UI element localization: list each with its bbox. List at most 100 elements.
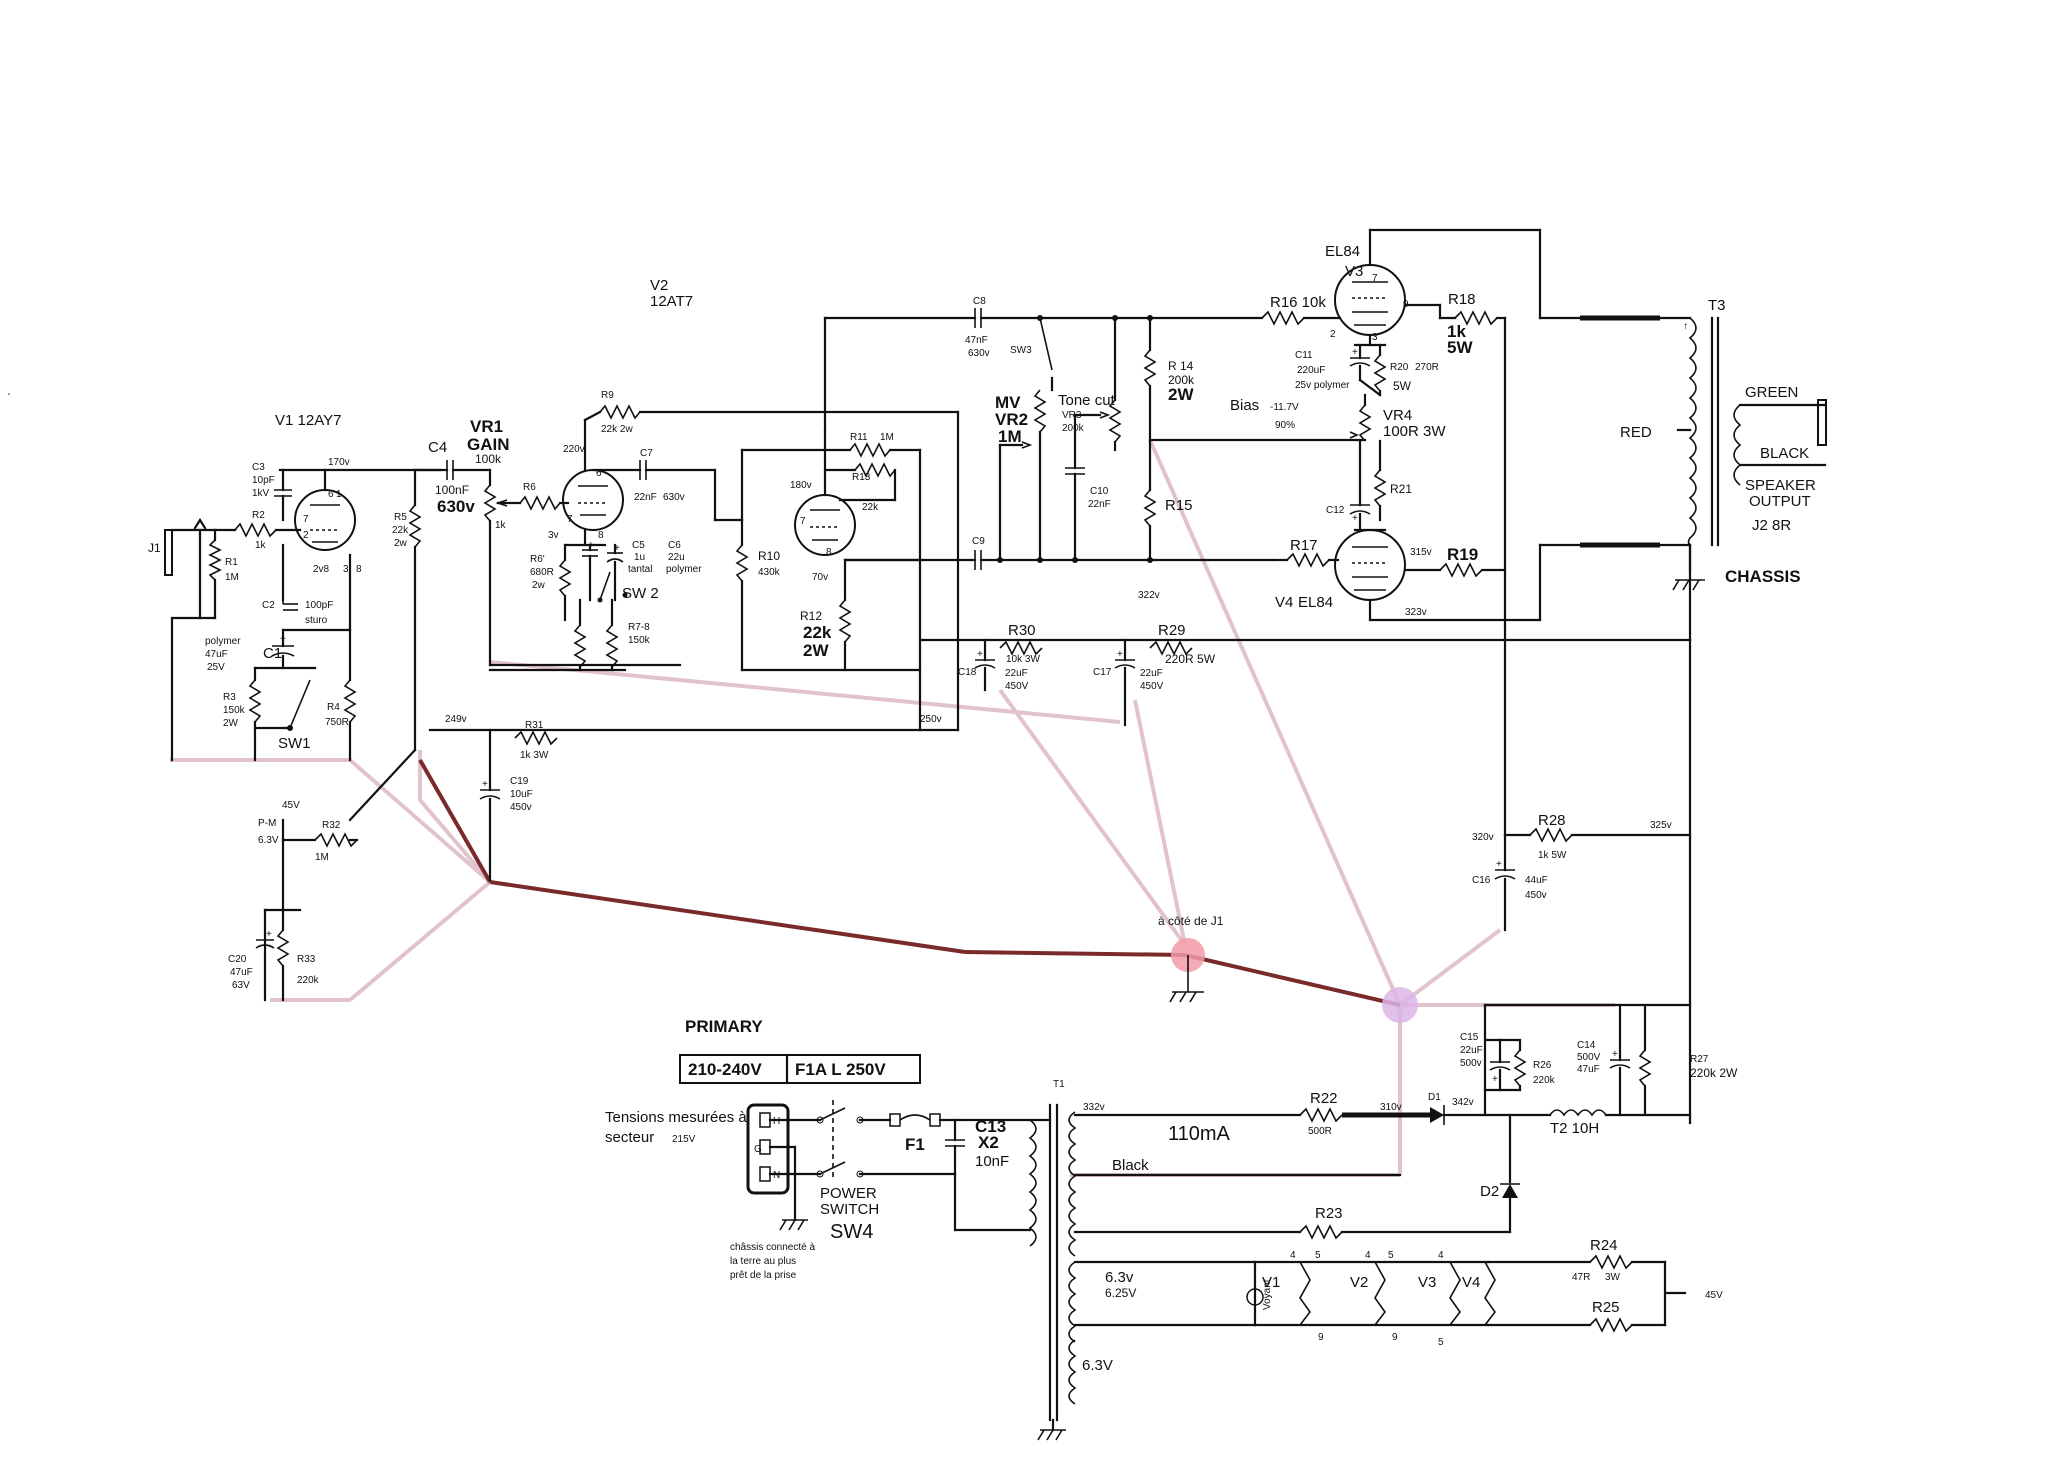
- svg-text:R32: R32: [322, 820, 341, 831]
- svg-text:V2: V2: [1350, 1274, 1368, 1291]
- svg-text:R4: R4: [327, 702, 340, 713]
- svg-text:R30: R30: [1008, 622, 1036, 639]
- svg-text:10uF: 10uF: [510, 789, 533, 800]
- svg-text:↑: ↑: [1683, 321, 1688, 332]
- sw1-label: SW1: [278, 735, 311, 752]
- svg-text:+: +: [614, 543, 620, 554]
- svg-text:R23: R23: [1315, 1205, 1343, 1222]
- svg-text:450v: 450v: [1525, 890, 1547, 901]
- svg-text:R2: R2: [252, 510, 265, 521]
- svg-text:270R: 270R: [1415, 362, 1439, 373]
- svg-text:6.3V: 6.3V: [1082, 1357, 1113, 1374]
- chassis-label: CHASSIS: [1725, 567, 1801, 586]
- svg-text:22u: 22u: [668, 552, 685, 563]
- svg-text:3W: 3W: [1605, 1272, 1621, 1283]
- svg-text:22nF: 22nF: [1088, 499, 1111, 510]
- svg-text:R26: R26: [1533, 1060, 1552, 1071]
- svg-text:N: N: [773, 1170, 780, 1181]
- svg-text:R7-8: R7-8: [628, 622, 650, 633]
- svg-text:500R: 500R: [1308, 1126, 1332, 1137]
- coupling-c4: C4 100nF 630v: [413, 439, 492, 516]
- svg-text:R29: R29: [1158, 622, 1186, 639]
- svg-text:44uF: 44uF: [1525, 875, 1548, 886]
- svg-text:R16 10k: R16 10k: [1270, 294, 1326, 311]
- svg-text:Voyant: Voyant: [1262, 1279, 1273, 1310]
- svg-text:3: 3: [1372, 332, 1378, 343]
- svg-text:1M: 1M: [315, 852, 329, 863]
- svg-text:1k: 1k: [1447, 322, 1466, 341]
- ground-symbol-j1: [1169, 955, 1204, 1003]
- svg-text:6: 6: [328, 489, 334, 500]
- svg-text:6.3V: 6.3V: [258, 835, 279, 846]
- svg-text:2w: 2w: [532, 580, 546, 591]
- svg-text:+: +: [1612, 1049, 1618, 1060]
- svg-text:C7: C7: [640, 448, 653, 459]
- svg-text:C14: C14: [1577, 1040, 1596, 1051]
- svg-text:prêt de la prise: prêt de la prise: [730, 1270, 797, 1281]
- svg-text:5W: 5W: [1447, 338, 1473, 357]
- primary-rating-box: [679, 1054, 921, 1084]
- svg-text:R17: R17: [1290, 537, 1318, 554]
- svg-text:8: 8: [356, 564, 362, 575]
- svg-text:323v: 323v: [1405, 607, 1427, 618]
- svg-text:2v8: 2v8: [313, 564, 330, 575]
- svg-text:1M: 1M: [998, 427, 1022, 446]
- svg-text:R21: R21: [1390, 482, 1412, 496]
- svg-text:+: +: [977, 649, 983, 660]
- svg-text:1k 5W: 1k 5W: [1538, 850, 1567, 861]
- svg-text:R6: R6: [523, 482, 536, 493]
- svg-text:100R 3W: 100R 3W: [1383, 423, 1446, 440]
- svg-text:R11: R11: [850, 432, 868, 443]
- svg-text:45V: 45V: [1705, 1290, 1723, 1301]
- svg-text:F1A L 250V: F1A L 250V: [795, 1060, 886, 1079]
- svg-text:': ': [8, 392, 10, 403]
- svg-text:63V: 63V: [232, 980, 250, 991]
- svg-text:R10: R10: [758, 549, 780, 563]
- j1-jack: [164, 529, 173, 576]
- svg-text:25v polymer: 25v polymer: [1295, 380, 1350, 391]
- svg-text:5: 5: [1315, 1250, 1321, 1261]
- svg-text:200k: 200k: [1062, 423, 1085, 434]
- svg-text:500v: 500v: [1460, 1058, 1482, 1069]
- v2-label: V2: [650, 277, 668, 294]
- svg-text:R3: R3: [223, 692, 236, 703]
- svg-text:R18: R18: [1448, 291, 1476, 308]
- svg-text:10k 3W: 10k 3W: [1006, 654, 1040, 665]
- svg-text:10pF: 10pF: [252, 475, 275, 486]
- svg-text:310v: 310v: [1380, 1102, 1402, 1113]
- v1-label: V1 12AY7: [275, 412, 341, 429]
- svg-text:100nF: 100nF: [435, 483, 469, 497]
- svg-text:R9: R9: [601, 390, 614, 401]
- svg-text:C6: C6: [668, 540, 681, 551]
- svg-text:1kV: 1kV: [252, 488, 270, 499]
- svg-text:25V: 25V: [207, 662, 225, 673]
- ground-star-point-main: [1382, 987, 1418, 1023]
- svg-text:Tone cut: Tone cut: [1058, 392, 1116, 409]
- svg-text:322v: 322v: [1138, 590, 1160, 601]
- svg-text:J2 8R: J2 8R: [1752, 517, 1791, 534]
- mains-input: PRIMARY 210-240V F1A L 250V Tensions mes…: [605, 1017, 1052, 1281]
- svg-text:R6': R6': [530, 554, 545, 565]
- svg-text:100k: 100k: [475, 452, 502, 466]
- svg-text:X2: X2: [978, 1133, 999, 1152]
- svg-text:4: 4: [1438, 1250, 1444, 1261]
- svg-text:V4: V4: [1462, 1274, 1480, 1291]
- svg-text:45V: 45V: [282, 800, 300, 811]
- svg-text:P-M: P-M: [258, 818, 276, 829]
- svg-text:1M: 1M: [880, 432, 894, 443]
- svg-text:R27: R27: [1690, 1054, 1709, 1065]
- svg-text:47uF: 47uF: [1577, 1064, 1600, 1075]
- svg-text:C16: C16: [1472, 875, 1491, 886]
- svg-text:R15: R15: [1165, 497, 1193, 514]
- black-label: BLACK: [1760, 445, 1809, 462]
- output-transformer-t3: T3 RED ↑ CHASSIS GREEN BLACK SPEAKER OUT…: [1538, 297, 1827, 591]
- svg-text:9: 9: [1392, 1332, 1398, 1343]
- svg-text:R12: R12: [800, 609, 822, 623]
- svg-text:7: 7: [567, 514, 573, 525]
- v2b-stage: 7 8 180v 70v R10 430k R11 1M R13 22k R12…: [713, 428, 922, 732]
- v2-type: 12AT7: [650, 293, 693, 310]
- svg-text:la terre au plus: la terre au plus: [730, 1256, 796, 1267]
- svg-text:secteur: secteur: [605, 1129, 654, 1146]
- svg-text:2W: 2W: [223, 718, 239, 729]
